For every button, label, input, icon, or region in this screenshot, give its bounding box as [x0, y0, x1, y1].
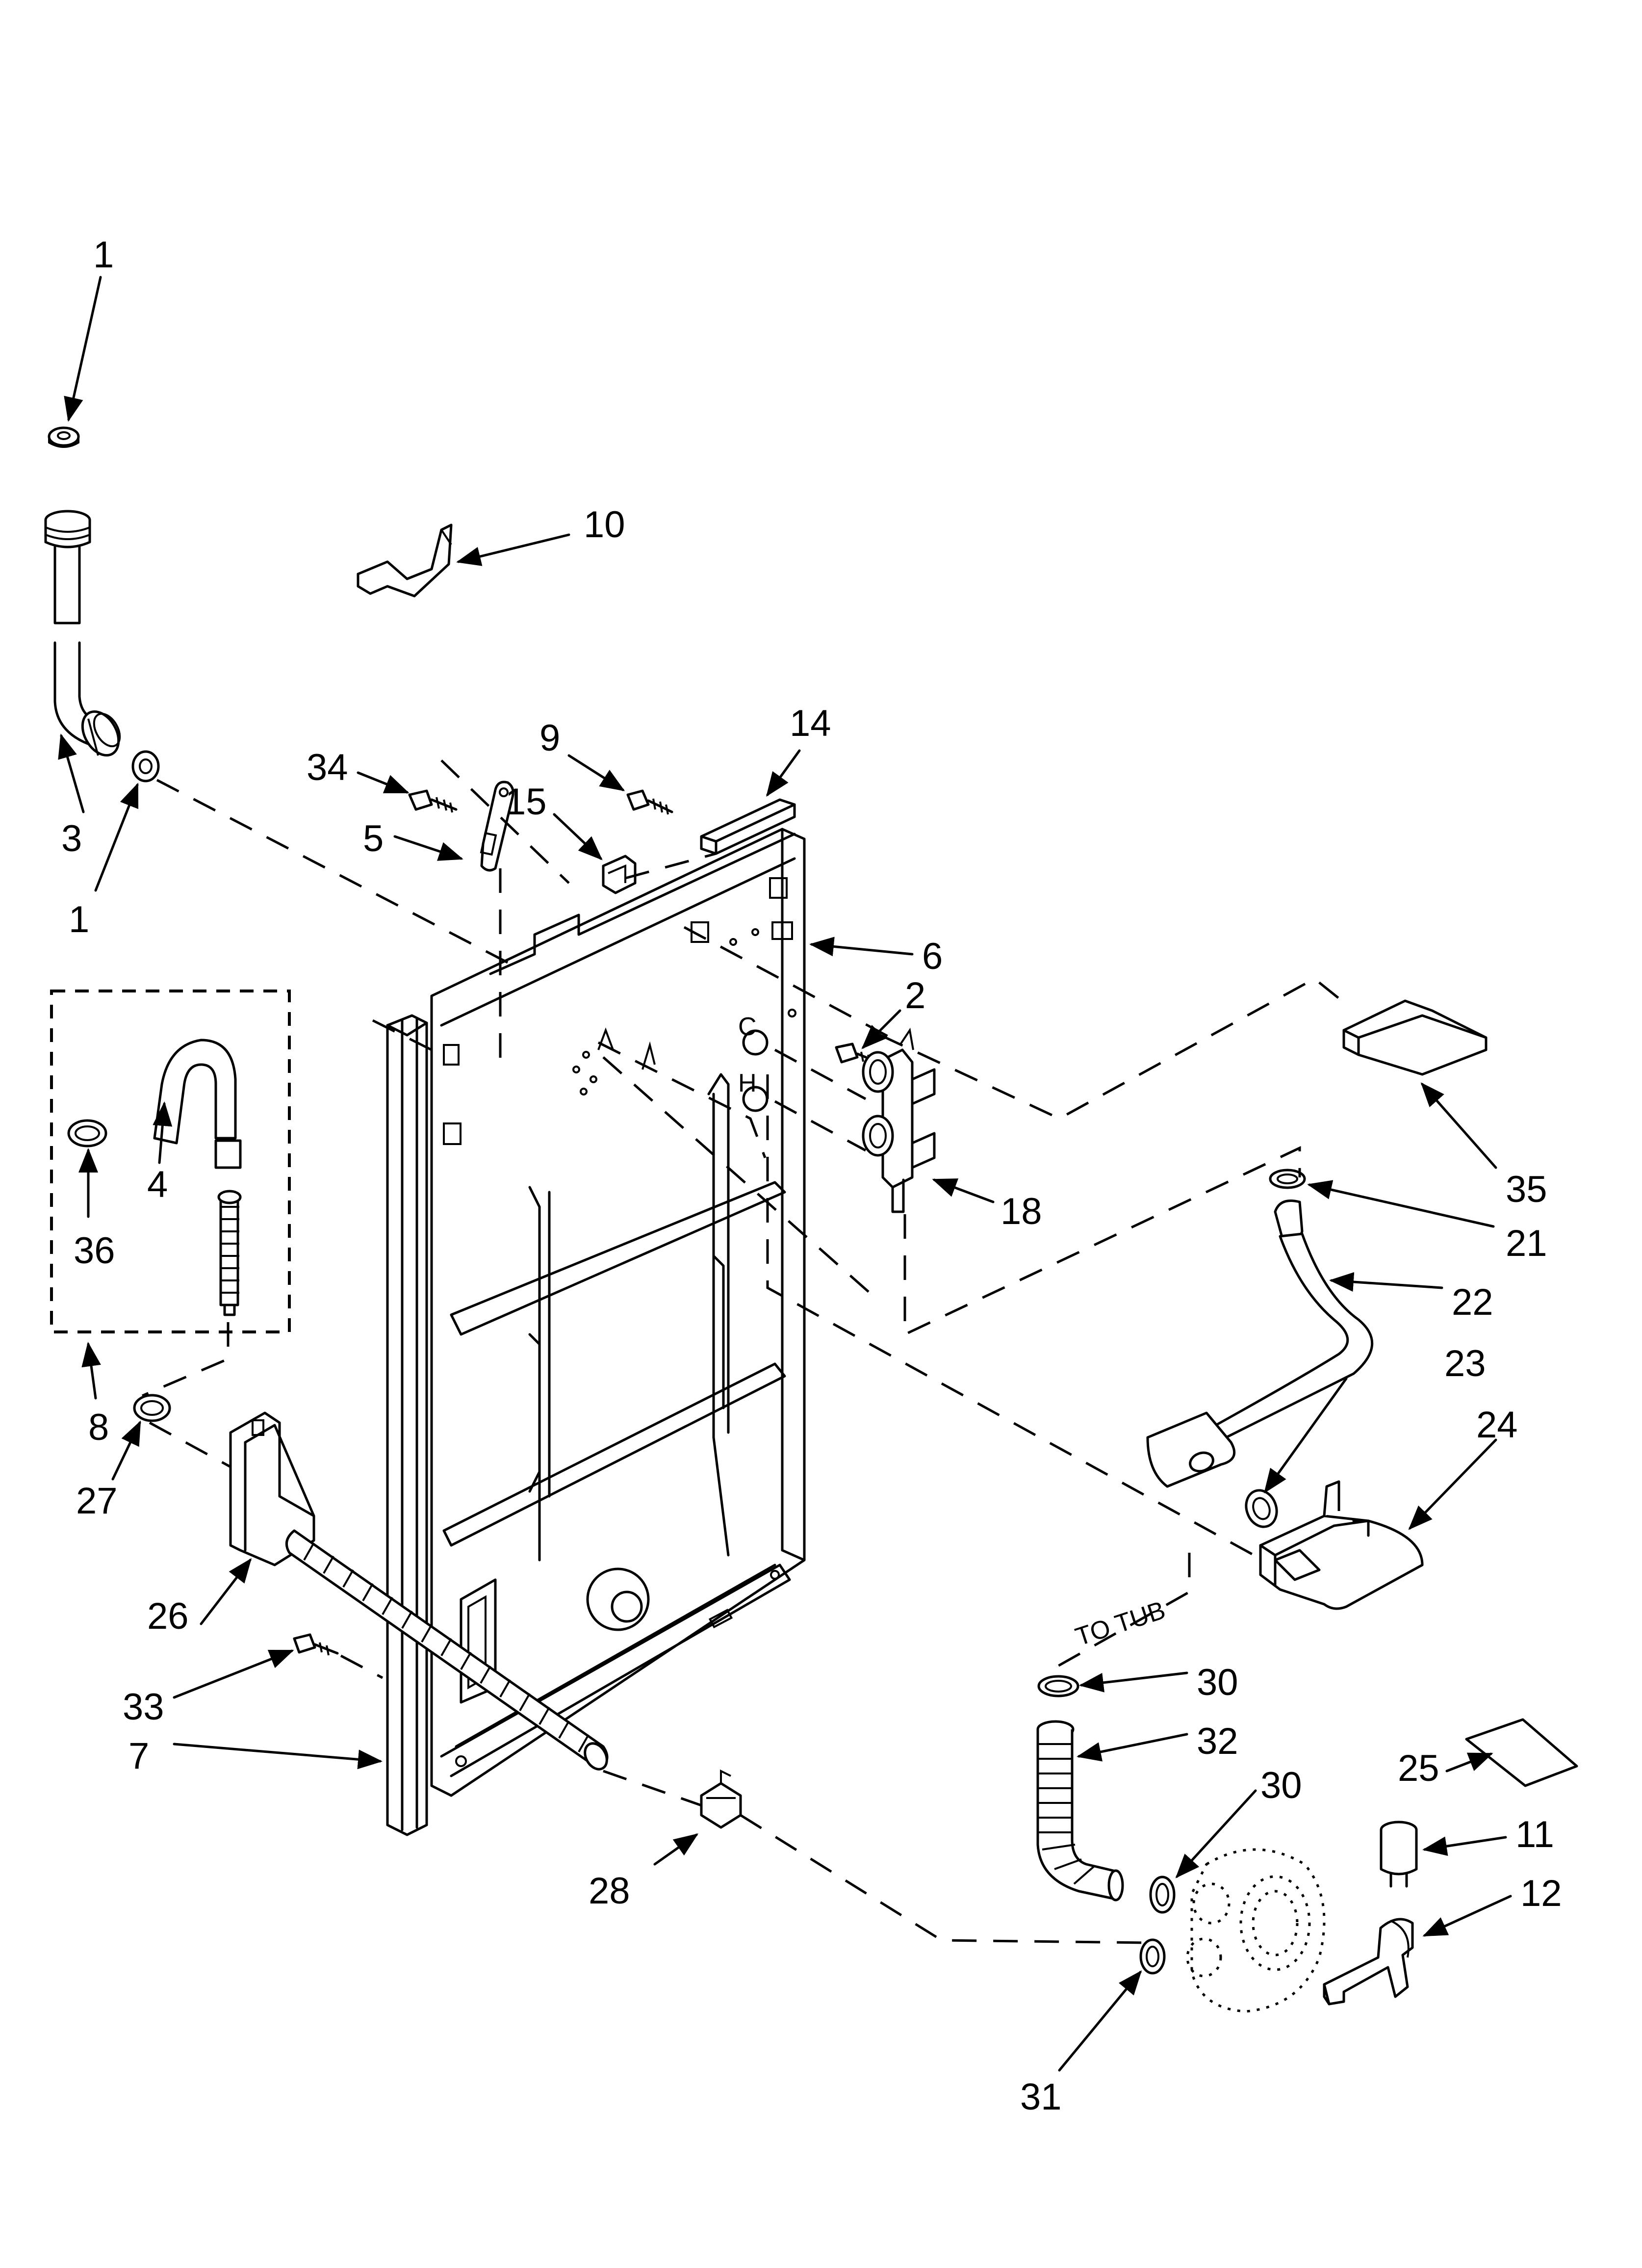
callout-8: 8: [88, 1407, 109, 1448]
callout-35: 35: [1506, 1169, 1547, 1210]
callout-18: 18: [1001, 1191, 1042, 1232]
callout-21: 21: [1506, 1223, 1547, 1264]
part-35-clip: [1342, 999, 1488, 1076]
callout-31: 31: [1020, 2076, 1062, 2118]
part-15-clip: [602, 855, 637, 894]
part-12-bracket: [1323, 1918, 1414, 2006]
leader-lines: [58, 276, 1512, 2072]
inlet-hose: [44, 510, 121, 757]
callout-2: 2: [905, 975, 925, 1017]
callout-30-lower: 30: [1260, 1765, 1302, 1806]
callout-33: 33: [123, 1686, 164, 1728]
callout-22: 22: [1452, 1281, 1493, 1323]
part-11-capacitor: [1380, 1821, 1418, 1888]
clamp-30-lower: [1149, 1876, 1176, 1914]
callout-10: 10: [584, 504, 625, 546]
callout-23: 23: [1444, 1343, 1486, 1384]
side-rail: [386, 1014, 428, 1836]
callout-3: 3: [61, 818, 82, 860]
callout-26: 26: [147, 1595, 189, 1637]
callout-9: 9: [539, 717, 560, 759]
callout-15: 15: [505, 781, 547, 823]
callout-6: 6: [922, 936, 943, 977]
clamp-30-upper: [1037, 1675, 1079, 1697]
to-tub-note: TO TUB: [1072, 1596, 1169, 1651]
part-14-strip: [700, 798, 796, 855]
assembly-lines: [142, 759, 1340, 1944]
screw-34: [408, 789, 458, 813]
callout-7: 7: [128, 1735, 149, 1777]
callout-30-upper: 30: [1197, 1662, 1238, 1703]
bracket-26: [229, 1411, 315, 1566]
part-5-tab: [480, 781, 514, 872]
callout-27: 27: [76, 1480, 118, 1522]
callout-5: 5: [363, 818, 384, 860]
callout-4: 4: [147, 1164, 168, 1205]
clamp-28: [700, 1769, 742, 1829]
clamp-27: [133, 1394, 171, 1422]
callout-14: 14: [790, 703, 831, 744]
callout-25: 25: [1398, 1747, 1439, 1789]
hose-22: [1146, 1169, 1374, 1488]
screw-33: [293, 1633, 339, 1656]
drain-hose: [285, 1529, 609, 1771]
pump-outline: [1186, 1848, 1326, 2013]
part-24: [1259, 1480, 1424, 1610]
part-25-card: [1465, 1718, 1578, 1787]
callout-32: 32: [1197, 1721, 1238, 1762]
callout-28: 28: [589, 1870, 630, 1912]
water-valve: [862, 1027, 936, 1213]
washer-top: [48, 426, 80, 448]
clamp-23: [1245, 1489, 1278, 1528]
screw-9: [626, 789, 673, 815]
callout-12: 12: [1520, 1873, 1562, 1914]
rear-panel: [430, 828, 806, 1797]
hose-32: [1036, 1720, 1124, 1902]
callout-11: 11: [1515, 1814, 1554, 1855]
callout-36: 36: [74, 1230, 115, 1272]
callout-1-top: 1: [93, 234, 114, 276]
valve-cold-mark: C: [738, 1013, 757, 1041]
clamp-31: [1139, 1938, 1166, 1975]
valve-hot-mark: H: [738, 1069, 757, 1097]
hose-kit: [50, 990, 291, 1333]
callout-24: 24: [1476, 1404, 1518, 1446]
callout-1-lower: 1: [69, 899, 89, 940]
callout-34: 34: [307, 747, 348, 788]
callout-labels: 1 10 3 1 34 9 14 15 5 6 2 4 36 8 18 35 2…: [61, 234, 1562, 2118]
washer-lower: [131, 750, 160, 782]
bracket-10: [357, 523, 453, 598]
